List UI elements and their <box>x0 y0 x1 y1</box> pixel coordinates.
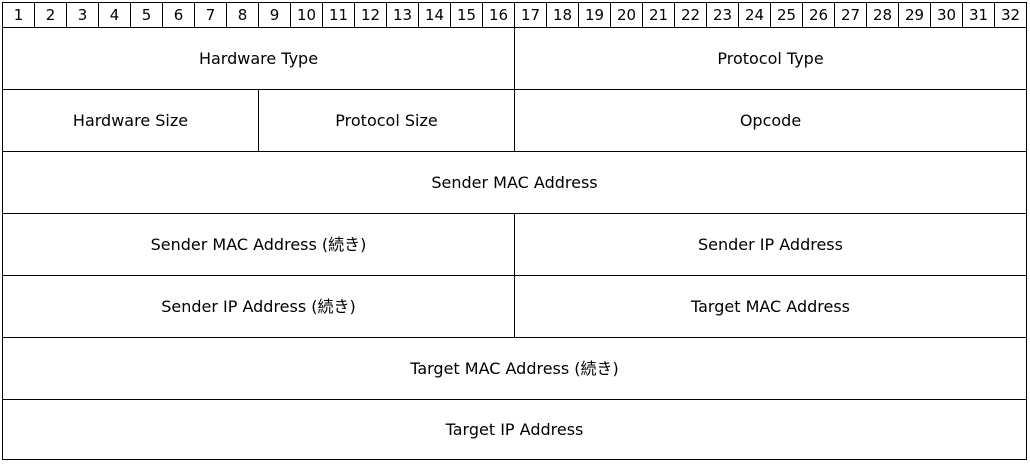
bit-number: 31 <box>963 2 995 28</box>
bit-number: 16 <box>483 2 515 28</box>
bit-number: 11 <box>323 2 355 28</box>
bit-number: 26 <box>803 2 835 28</box>
bit-number: 3 <box>67 2 99 28</box>
bit-number-row: 1 2 3 4 5 6 7 8 9 10 11 12 13 14 15 16 1… <box>2 2 1027 28</box>
bit-number: 17 <box>515 2 547 28</box>
bit-number: 5 <box>131 2 163 28</box>
bit-number: 23 <box>707 2 739 28</box>
target-mac-address-continued-field: Target MAC Address (続き) <box>3 338 1027 400</box>
bit-number: 2 <box>35 2 67 28</box>
protocol-type-field: Protocol Type <box>515 28 1027 90</box>
field-row-3: Sender MAC Address <box>2 152 1027 214</box>
bit-number: 32 <box>995 2 1027 28</box>
bit-number: 21 <box>643 2 675 28</box>
target-ip-address-field: Target IP Address <box>3 400 1027 460</box>
target-mac-address-field: Target MAC Address <box>515 276 1027 338</box>
protocol-size-field: Protocol Size <box>259 90 515 152</box>
bit-number: 15 <box>451 2 483 28</box>
bit-number: 8 <box>227 2 259 28</box>
sender-ip-address-field: Sender IP Address <box>515 214 1027 276</box>
bit-number: 25 <box>771 2 803 28</box>
sender-mac-address-continued-field: Sender MAC Address (続き) <box>3 214 515 276</box>
bit-number: 7 <box>195 2 227 28</box>
bit-number: 6 <box>163 2 195 28</box>
field-row-2: Hardware Size Protocol Size Opcode <box>2 90 1027 152</box>
bit-number: 28 <box>867 2 899 28</box>
bit-number: 14 <box>419 2 451 28</box>
bit-number: 18 <box>547 2 579 28</box>
opcode-field: Opcode <box>515 90 1027 152</box>
hardware-type-field: Hardware Type <box>3 28 515 90</box>
bit-number: 27 <box>835 2 867 28</box>
bit-number: 22 <box>675 2 707 28</box>
field-row-4: Sender MAC Address (続き) Sender IP Addres… <box>2 214 1027 276</box>
sender-mac-address-field: Sender MAC Address <box>3 152 1027 214</box>
bit-number: 29 <box>899 2 931 28</box>
hardware-size-field: Hardware Size <box>3 90 259 152</box>
field-row-6: Target MAC Address (続き) <box>2 338 1027 400</box>
field-row-5: Sender IP Address (続き) Target MAC Addres… <box>2 276 1027 338</box>
bit-number: 1 <box>3 2 35 28</box>
bit-number: 30 <box>931 2 963 28</box>
bit-number: 4 <box>99 2 131 28</box>
field-row-1: Hardware Type Protocol Type <box>2 28 1027 90</box>
bit-number: 24 <box>739 2 771 28</box>
bit-number: 10 <box>291 2 323 28</box>
bit-number: 12 <box>355 2 387 28</box>
field-row-7: Target IP Address <box>2 400 1027 460</box>
bit-number: 19 <box>579 2 611 28</box>
sender-ip-address-continued-field: Sender IP Address (続き) <box>3 276 515 338</box>
bit-number: 13 <box>387 2 419 28</box>
bit-number: 20 <box>611 2 643 28</box>
bit-number: 9 <box>259 2 291 28</box>
